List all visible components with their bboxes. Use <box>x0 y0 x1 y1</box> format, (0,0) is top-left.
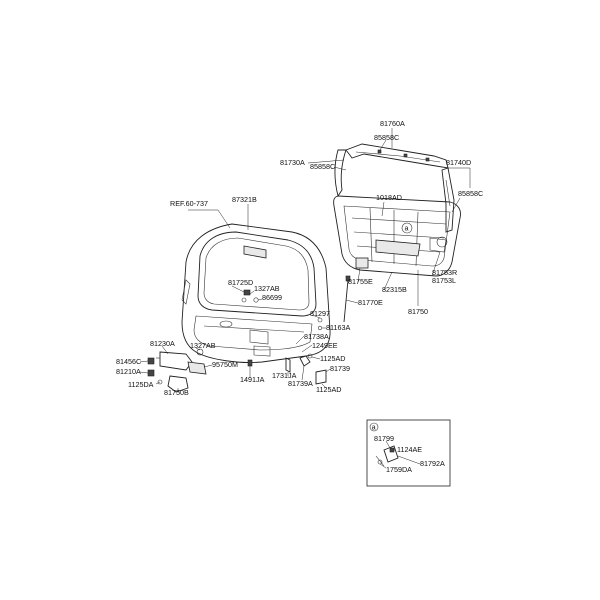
side-trim-81730a <box>334 149 347 198</box>
label-85858c-left: 85858C <box>310 162 335 171</box>
label-81725d: 81725D <box>228 278 253 287</box>
label-ref-60-737: REF.60-737 <box>170 199 208 208</box>
label-81799: 81799 <box>374 434 394 443</box>
label-1731ja: 1731JA <box>272 371 297 380</box>
label-81163a: 81163A <box>326 323 350 332</box>
label-1759da: 1759DA <box>386 465 412 474</box>
label-1018ad: 1018AD <box>376 193 402 202</box>
part-labels: REF.60-737 87321B 81760A 85858C 81730A 8… <box>116 119 483 474</box>
label-81456c: 81456C <box>116 357 141 366</box>
label-1125ad-lower: 1125AD <box>316 385 341 394</box>
label-81739a: 81739A <box>288 379 313 388</box>
label-85858c-right: 85858C <box>458 189 483 198</box>
inset-letter: a <box>372 423 376 432</box>
label-81210a: 81210A <box>116 367 141 376</box>
inset-box: a <box>366 419 451 487</box>
label-1327ab-upper: 1327AB <box>254 284 280 293</box>
label-1327ab-lower: 1327AB <box>190 341 216 350</box>
bracket-81755e <box>355 257 369 269</box>
label-81760a: 81760A <box>380 119 405 128</box>
label-1491ja: 1491JA <box>240 375 265 384</box>
bumper-stops <box>247 357 291 373</box>
label-81230a: 81230A <box>150 339 175 348</box>
label-87321b: 87321B <box>232 195 257 204</box>
label-1124ae: 1124AE <box>397 445 422 454</box>
label-86699: 86699 <box>262 293 282 302</box>
label-1125ad-upper: 1125AD <box>320 354 345 363</box>
upper-trim-81760a <box>345 143 449 169</box>
side-trim-81740d <box>441 167 455 233</box>
leader-lines <box>139 128 471 469</box>
tailgate-panel <box>181 223 331 363</box>
label-81753l: 81753L <box>432 276 456 285</box>
clip-81297 <box>317 317 323 323</box>
label-81730a: 81730A <box>280 158 305 167</box>
hinge-assembly <box>241 289 259 303</box>
label-81792a: 81792A <box>420 459 445 468</box>
clip-81163a <box>317 325 323 331</box>
label-1125da: 1125DA <box>128 380 154 389</box>
label-81739: 81739 <box>330 364 350 373</box>
gas-lifter <box>343 275 351 323</box>
label-82315b: 82315B <box>382 285 407 294</box>
label-95750m: 95750M <box>212 360 238 369</box>
label-81755e: 81755E <box>348 277 373 286</box>
callout-letter: a <box>405 224 409 233</box>
label-81770e: 81770E <box>358 298 383 307</box>
label-81753r: 81753R <box>432 268 457 277</box>
callout-a-circle <box>401 222 413 234</box>
label-81740d: 81740D <box>446 158 471 167</box>
label-81750: 81750 <box>408 307 428 316</box>
striker-assembly <box>299 353 327 385</box>
trim-panel-81750 <box>333 195 461 277</box>
label-85858c-top: 85858C <box>374 133 399 142</box>
label-81297: 81297 <box>310 309 330 318</box>
label-81738a: 81738A <box>304 332 329 341</box>
label-81750b: 81750B <box>164 388 189 397</box>
latch-assembly <box>147 348 207 393</box>
label-1249ee: 1249EE <box>312 341 338 350</box>
